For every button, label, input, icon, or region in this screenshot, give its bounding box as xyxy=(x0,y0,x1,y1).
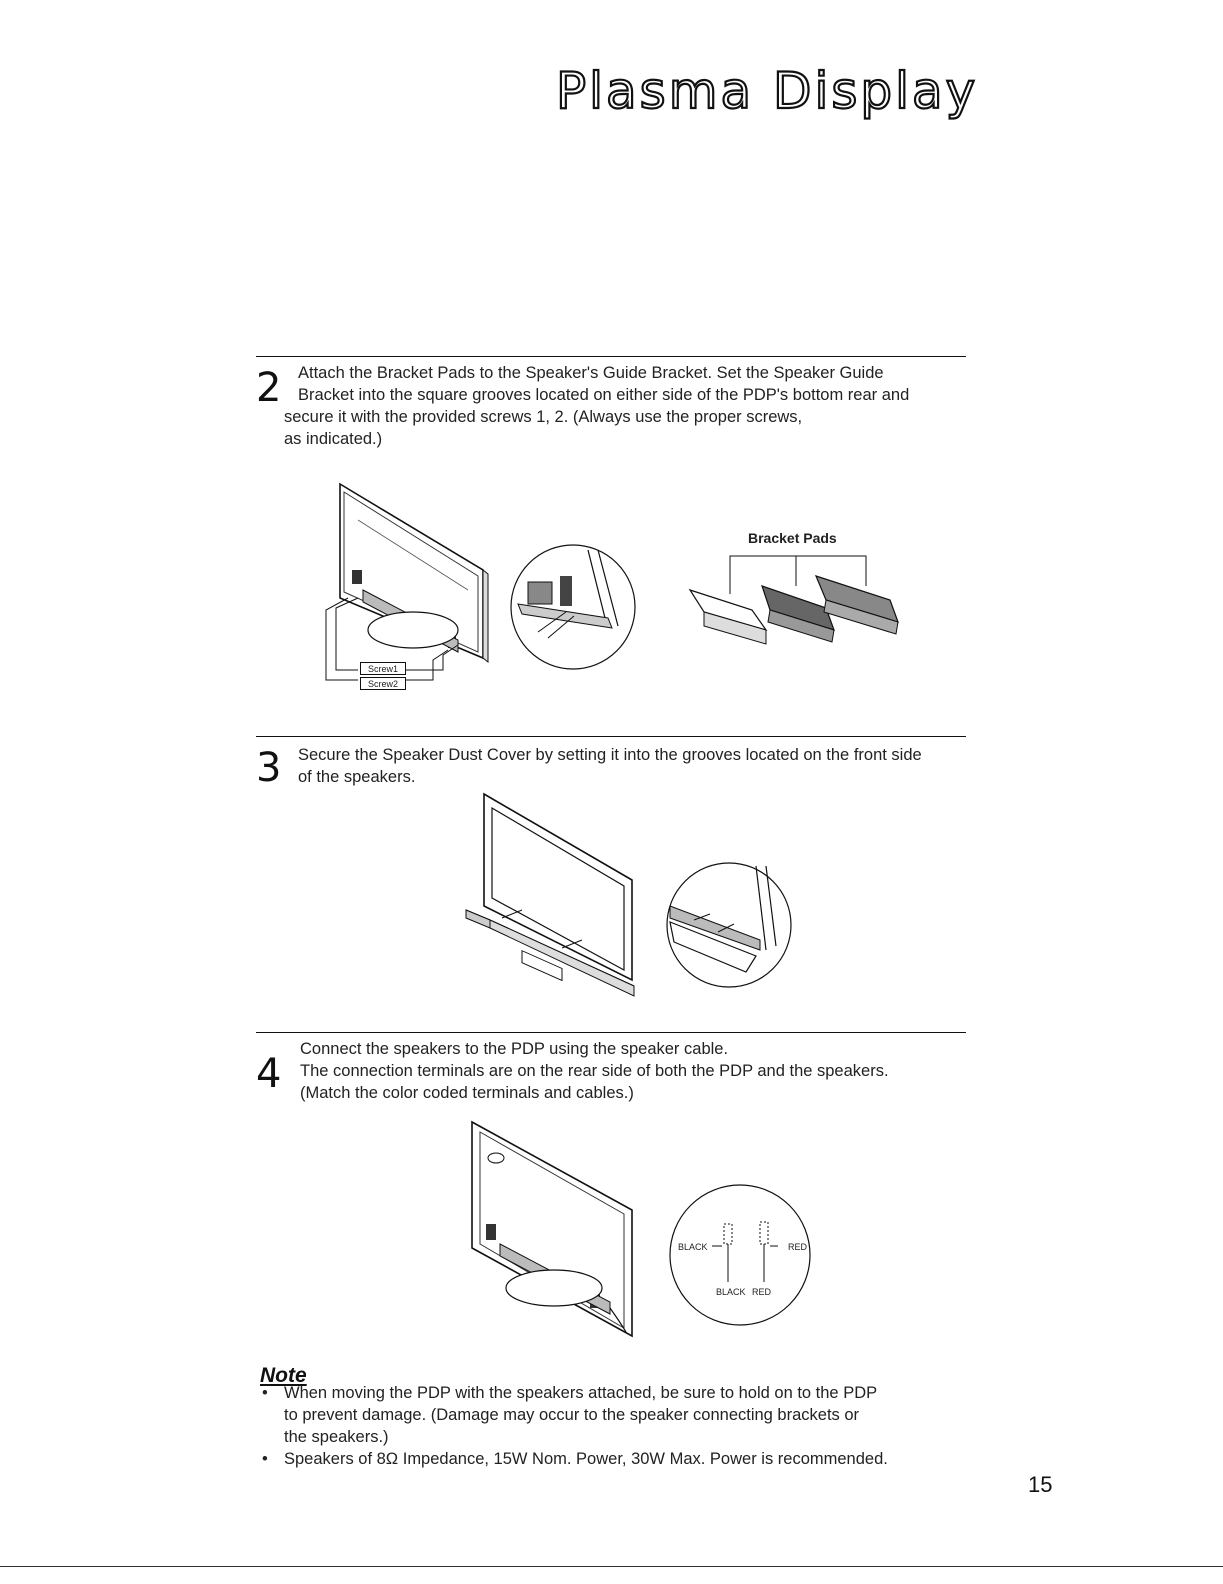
step-line: (Match the color coded terminals and cab… xyxy=(300,1084,634,1102)
step-line: Bracket into the square grooves located … xyxy=(298,386,910,404)
bracket-pads-label: Bracket Pads xyxy=(748,530,837,546)
page-number: 15 xyxy=(1028,1472,1053,1497)
step-number: 3 xyxy=(256,745,282,791)
step-line: The connection terminals are on the rear… xyxy=(300,1062,889,1080)
step-line: Connect the speakers to the PDP using th… xyxy=(300,1040,729,1058)
callout-screw-1-label: Screw1 xyxy=(368,664,398,674)
figure-terminal-detail: BLACK RED BLACK RED xyxy=(666,1182,814,1328)
step-line: of the speakers. xyxy=(298,768,416,786)
figure-dust-cover-detail xyxy=(664,860,794,990)
page-bottom-edge xyxy=(0,1566,1223,1567)
terminal-label-black-top: BLACK xyxy=(678,1242,708,1252)
step-line: Attach the Bracket Pads to the Speaker's… xyxy=(298,364,884,382)
bullet-icon: • xyxy=(262,1384,268,1402)
note-line: When moving the PDP with the speakers at… xyxy=(284,1384,878,1402)
figure-pdp-rear-cables xyxy=(460,1118,640,1340)
bracket-detail-illustration xyxy=(510,544,636,670)
note-list: • When moving the PDP with the speakers … xyxy=(262,1382,982,1470)
pdp-rear-cables-illustration xyxy=(471,1120,633,1338)
terminal-label-red-top: RED xyxy=(788,1242,808,1252)
step-number: 2 xyxy=(256,365,282,411)
step-line: as indicated.) xyxy=(284,430,383,448)
figure-bracket-detail xyxy=(508,542,638,672)
note-line: Speakers of 8Ω Impedance, 15W Nom. Power… xyxy=(284,1450,888,1468)
bullet-icon: • xyxy=(262,1450,268,1468)
note-heading: Note xyxy=(260,1364,307,1387)
step-instructions: Secure the Speaker Dust Cover by setting… xyxy=(298,744,922,788)
section-divider xyxy=(256,356,966,357)
page-header-title: Plasma Display xyxy=(555,61,979,121)
step-line: secure it with the provided screws 1, 2.… xyxy=(284,408,803,426)
figure-bracket-pads xyxy=(686,550,902,648)
step-instructions: Attach the Bracket Pads to the Speaker's… xyxy=(284,362,910,450)
dust-cover-detail-illustration xyxy=(666,862,792,988)
terminal-label-red-bottom: RED xyxy=(752,1287,772,1297)
pdp-rear-illustration xyxy=(325,482,489,681)
note-line: to prevent damage. (Damage may occur to … xyxy=(284,1406,860,1424)
callout-screw-1: Screw1 xyxy=(360,662,406,675)
figure-pdp-front-dust-cover xyxy=(462,790,638,1002)
note-item: • Speakers of 8Ω Impedance, 15W Nom. Pow… xyxy=(262,1448,982,1470)
bracket-pads-illustration xyxy=(688,555,899,645)
callout-screw-2-label: Screw2 xyxy=(368,679,398,689)
step-number: 4 xyxy=(256,1051,282,1097)
step-line: Secure the Speaker Dust Cover by setting… xyxy=(298,746,922,764)
note-line: the speakers.) xyxy=(284,1428,389,1446)
note-item: • When moving the PDP with the speakers … xyxy=(262,1382,982,1448)
terminal-label-black-bottom: BLACK xyxy=(716,1287,746,1297)
section-divider xyxy=(256,736,966,737)
pdp-front-illustration xyxy=(465,792,635,997)
terminal-detail-illustration: BLACK RED BLACK RED xyxy=(669,1184,811,1326)
section-divider xyxy=(256,1032,966,1033)
step-instructions: Connect the speakers to the PDP using th… xyxy=(300,1038,889,1104)
figure-pdp-rear-bracket xyxy=(318,480,490,692)
callout-screw-2: Screw2 xyxy=(360,677,406,690)
